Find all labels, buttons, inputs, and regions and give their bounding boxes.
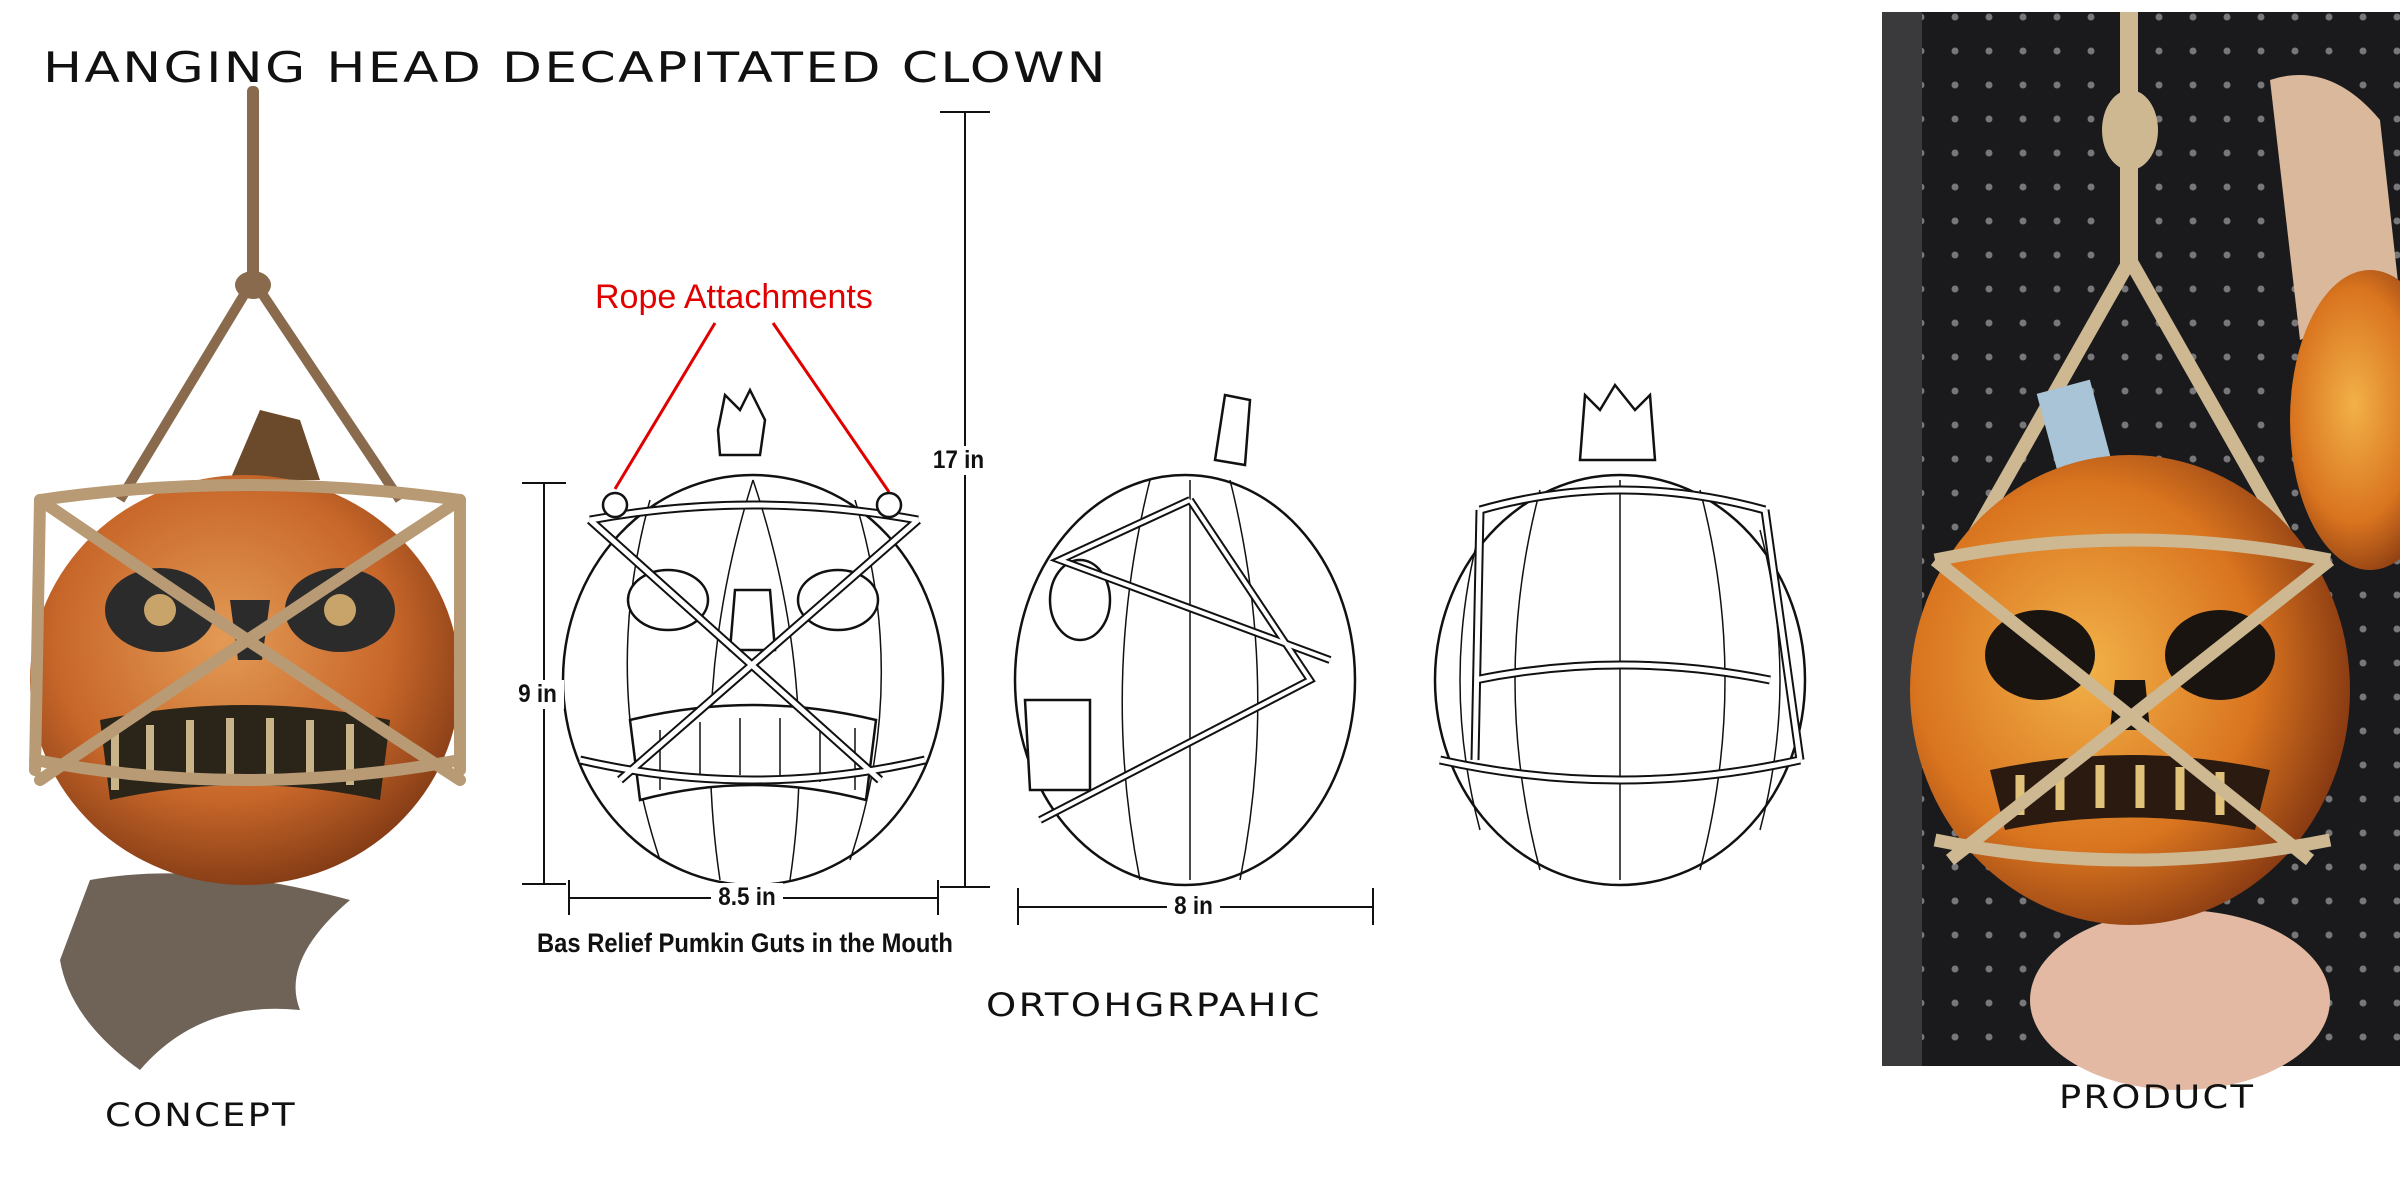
orthographic-label: ORTOHGRPAHIC — [986, 986, 1322, 1024]
back-view-drawing — [1433, 382, 1807, 887]
dimension-side-width: 8 in — [1166, 892, 1221, 921]
mouth-detail-note: Bas Relief Pumkin Guts in the Mouth — [537, 928, 953, 958]
dimension-front-width: 8.5 in — [710, 883, 783, 912]
rope-callout-lines — [613, 322, 891, 493]
dimension-head-height: 9 in — [510, 680, 565, 709]
side-view-drawing — [1013, 393, 1357, 887]
front-view-drawing — [561, 387, 945, 887]
concept-label: CONCEPT — [105, 1096, 297, 1134]
concept-illustration — [29, 86, 466, 1070]
rope-attachments-callout: Rope Attachments — [595, 278, 873, 316]
product-label: PRODUCT — [2059, 1078, 2256, 1116]
product-photo — [1882, 12, 2400, 1090]
page-title: HANGING HEAD DECAPITATED CLOWN — [43, 44, 1108, 93]
dimension-total-height: 17 in — [925, 446, 992, 475]
